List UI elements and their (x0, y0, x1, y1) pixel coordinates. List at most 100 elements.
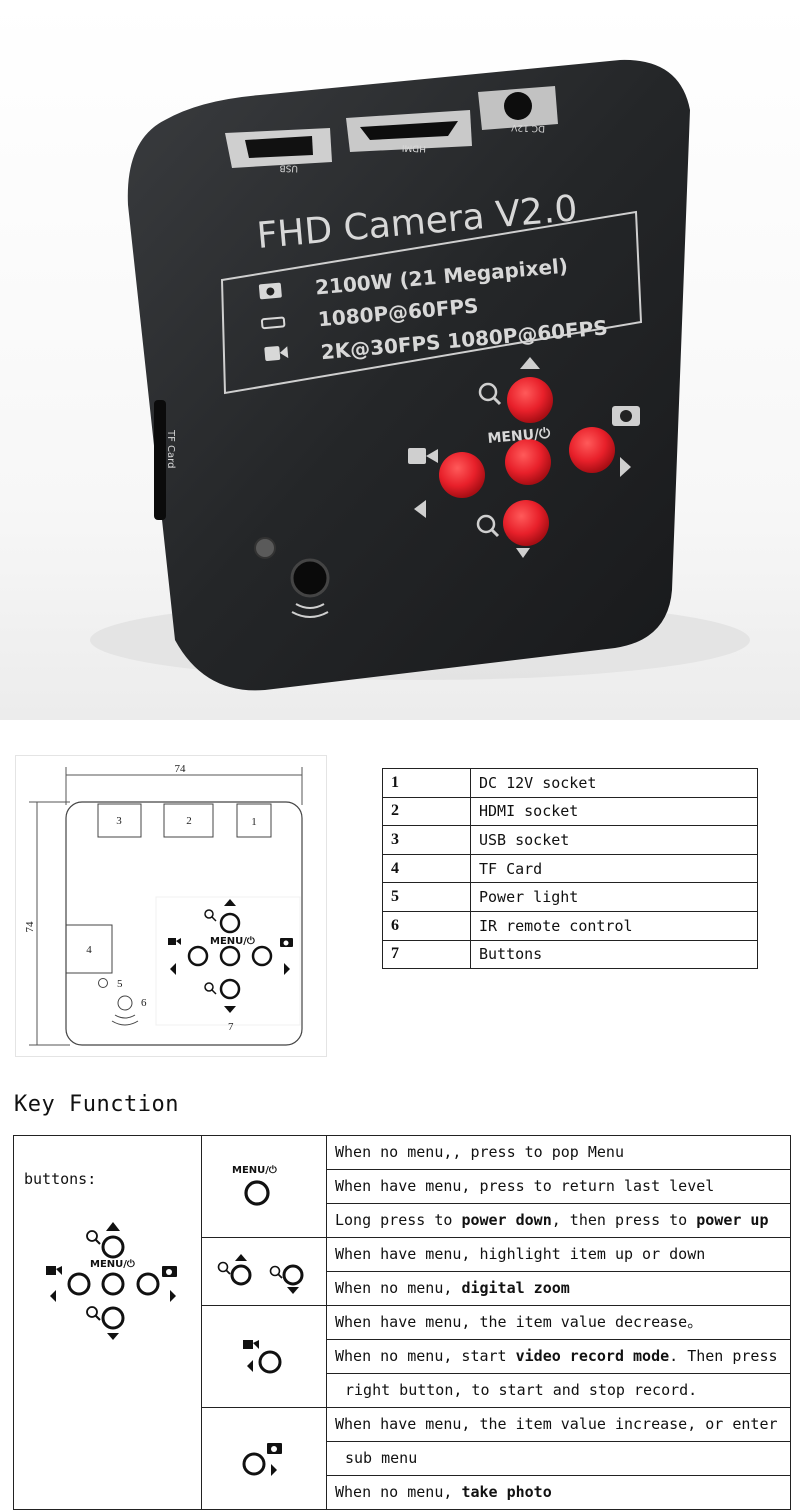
drawing-right-arrow-icon (284, 963, 290, 975)
drawing-zoom-out-icon (204, 982, 217, 995)
description-line: When have menu, the item value increase,… (335, 1411, 782, 1438)
left-button-icon (243, 1339, 282, 1373)
key-row-zoom: When have menu, highlight item up or dow… (14, 1237, 791, 1306)
part-number: 6 (382, 910, 471, 941)
overview-button-right (136, 1272, 160, 1296)
overview-zoom-in-icon (86, 1230, 101, 1245)
text-segment: right button, to start and stop record. (345, 1381, 698, 1399)
part-name: TF Card (470, 853, 758, 884)
tf-card-slot (154, 400, 166, 520)
button-down[interactable] (503, 500, 549, 546)
ir-receiver (290, 558, 330, 598)
left-desc-1: When no menu, start video record mode. T… (326, 1339, 791, 1374)
width-label: 74 (175, 763, 187, 775)
zoom-down-arrow-icon (287, 1286, 299, 1294)
right-desc-2: When no menu, take photo (326, 1475, 791, 1510)
menu-desc-1: When have menu, press to return last lev… (326, 1169, 791, 1204)
text-segment: When have menu, press to return last lev… (335, 1177, 715, 1195)
zoom-desc-0: When have menu, highlight item up or dow… (326, 1237, 791, 1272)
button-up[interactable] (507, 377, 553, 423)
hdmi-icon (260, 316, 286, 330)
drawing-camera-icon (280, 938, 293, 947)
part-name: USB socket (470, 825, 758, 855)
part-number: 5 (382, 882, 471, 912)
drawing-tf-card (65, 924, 113, 974)
text-segment: When have menu, the item value increase,… (335, 1415, 778, 1433)
description-line: Long press to power down, then press to … (335, 1207, 782, 1234)
part-name: HDMI socket (470, 796, 758, 827)
overview-up-arrow-icon (106, 1222, 120, 1231)
bold-text: digital zoom (461, 1279, 570, 1297)
right-arrow-icon (620, 457, 631, 477)
callout-6: 6 (141, 997, 147, 1009)
zoom-out-icon (476, 514, 500, 538)
buttons-label: buttons: (24, 1170, 97, 1188)
overview-down-arrow-icon (107, 1333, 119, 1340)
overview-left-arrow-icon (50, 1290, 56, 1302)
callout-5: 5 (117, 978, 123, 990)
button-right[interactable] (569, 427, 615, 473)
button-left[interactable] (439, 452, 485, 498)
description-line: right button, to start and stop record. (335, 1377, 782, 1404)
drawing-button-left (187, 945, 209, 967)
drawing-menu-label: MENU/⏻ (210, 935, 255, 947)
buttons-overview-cell: buttons: MENU/⏻ (13, 1135, 202, 1510)
menu-button-icon: MENU/⏻ (232, 1164, 277, 1206)
bold-text: power up (696, 1211, 769, 1229)
key-row-left: When have menu, the item value decrease。 (14, 1305, 791, 1408)
description-line: When no menu, start video record mode. T… (335, 1343, 782, 1370)
key-function-table: buttons: MENU/⏻ (13, 1135, 791, 1510)
drawing-button-area (155, 896, 301, 1026)
part-name: IR remote control (470, 910, 758, 941)
description-line: When no menu, take photo (335, 1479, 782, 1506)
overview-button-up (101, 1235, 125, 1259)
key-row-zoom-2: When no menu, digital zoom (14, 1271, 791, 1306)
key-function-heading: Key Function (14, 1092, 179, 1117)
menu-desc-2: Long press to power down, then press to … (326, 1203, 791, 1238)
ir-wave-icon (291, 603, 329, 618)
usb-label: USB (279, 162, 298, 173)
callout-7: 7 (228, 1021, 234, 1033)
key-row-menu-3: Long press to power down, then press to … (14, 1203, 791, 1238)
height-label: 74 (24, 921, 36, 933)
drawing-port-2 (163, 803, 214, 838)
part-name: DC 12V socket (470, 768, 758, 798)
drawing-video-icon (168, 938, 181, 945)
text-segment: , then press to (551, 1211, 697, 1229)
description-line: When have menu, highlight item up or dow… (335, 1241, 782, 1268)
menu-icon-cell: MENU/⏻ (201, 1135, 327, 1238)
overview-button-menu (101, 1272, 125, 1296)
drawing-up-arrow-icon (224, 899, 236, 906)
drawing-down-arrow-icon (224, 1006, 236, 1013)
part-number: 4 (382, 853, 471, 884)
zoom-up-circle (230, 1264, 252, 1285)
button-menu[interactable] (505, 439, 551, 485)
callout-3: 3 (116, 815, 122, 827)
zoom-in-icon (478, 382, 502, 406)
text-segment: When no menu, (335, 1483, 462, 1501)
left-video-icon (243, 1339, 259, 1349)
key-row-left-3: right button, to start and stop record. (14, 1373, 791, 1408)
drawing-ir-wave-icon (111, 1014, 139, 1026)
zoom-down-circle (282, 1264, 304, 1285)
hdmi-port (346, 110, 472, 152)
menu-desc-0: When no menu,, press to pop Menu (326, 1135, 791, 1170)
bold-text: video record mode (515, 1347, 670, 1365)
left-circle (258, 1350, 282, 1373)
callout-4: 4 (86, 944, 92, 956)
right-button-icon (242, 1442, 282, 1476)
hdmi-label: HDMI (402, 142, 426, 153)
left-arrow-icon (414, 500, 426, 518)
drawing-body (65, 801, 303, 1046)
drawing-power-light (98, 978, 108, 988)
drawing-button-menu (219, 945, 241, 967)
right-arrow-icon-small (271, 1463, 277, 1476)
text-segment: sub menu (345, 1449, 418, 1467)
overview-button-down (101, 1306, 125, 1330)
